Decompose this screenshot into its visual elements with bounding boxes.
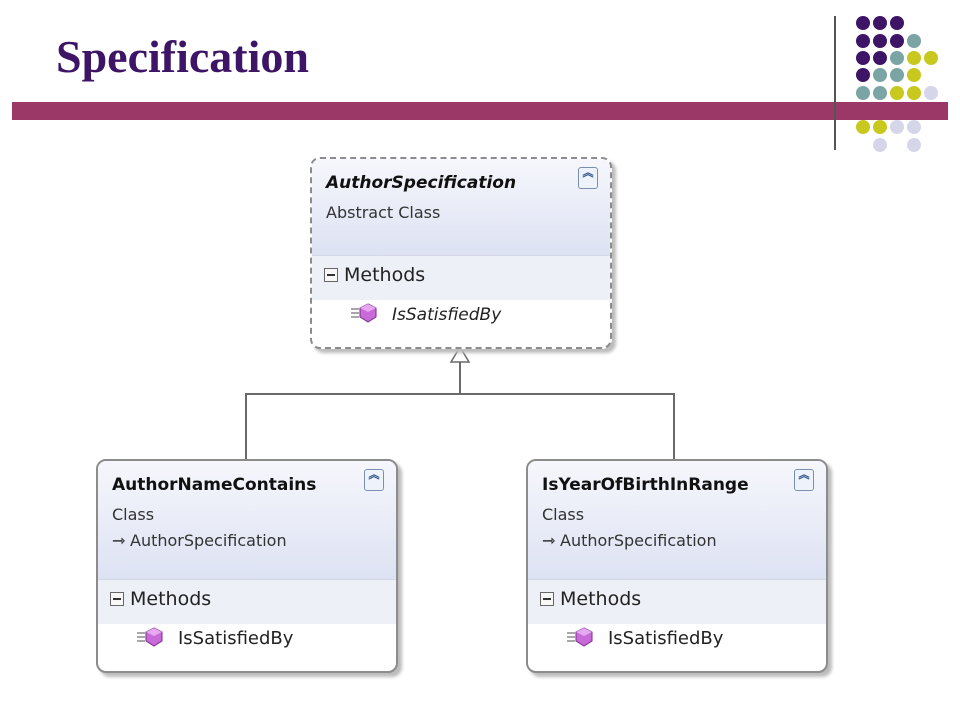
inheritance-arrowhead (449, 346, 471, 363)
decor-dot (924, 86, 938, 100)
class-header: AuthorNameContains Class ⇾AuthorSpecific… (98, 461, 396, 579)
method-icon (351, 303, 377, 323)
class-box-author-name-contains[interactable]: AuthorNameContains Class ⇾AuthorSpecific… (96, 459, 398, 673)
decor-dot (890, 120, 904, 134)
double-chevron-up-icon[interactable]: ︽ (578, 167, 598, 189)
class-type: Class (112, 505, 155, 524)
inheritance-left-branch (245, 393, 247, 460)
title-accent-bar (12, 102, 948, 120)
decor-dot (907, 120, 921, 134)
double-chevron-up-icon[interactable]: ︽ (794, 469, 814, 491)
decor-dot (873, 16, 887, 30)
class-type: Class (542, 505, 585, 524)
class-name: AuthorSpecification (326, 173, 517, 193)
decor-dot (856, 86, 870, 100)
section-label: Methods (344, 264, 426, 286)
base-class-ref: ⇾AuthorSpecification (542, 531, 717, 550)
collapse-minus-icon[interactable] (110, 592, 124, 606)
inherits-arrow-icon: ⇾ (112, 531, 126, 550)
section-label: Methods (560, 588, 642, 610)
decor-dot (890, 86, 904, 100)
decor-dot (907, 138, 921, 152)
methods-section-header[interactable]: Methods (528, 579, 826, 624)
page-title: Specification (56, 31, 309, 82)
inherits-arrow-icon: ⇾ (542, 531, 556, 550)
class-box-author-specification[interactable]: AuthorSpecification Abstract Class ︽ Met… (310, 157, 612, 349)
method-icon (567, 627, 593, 647)
decor-dot (890, 34, 904, 48)
decor-dot (856, 120, 870, 134)
class-header: AuthorSpecification Abstract Class ︽ (312, 159, 610, 255)
inheritance-right-branch (673, 393, 675, 460)
decor-dot (890, 16, 904, 30)
decor-dot (890, 51, 904, 65)
base-class-name: AuthorSpecification (130, 531, 287, 550)
decor-dot (907, 51, 921, 65)
methods-section-header[interactable]: Methods (312, 255, 610, 300)
section-label: Methods (130, 588, 212, 610)
decor-dot (873, 34, 887, 48)
collapse-minus-icon[interactable] (324, 268, 338, 282)
class-type: Abstract Class (326, 203, 441, 222)
decor-dot (856, 34, 870, 48)
decor-dot (873, 68, 887, 82)
inheritance-stem (459, 362, 461, 394)
decor-dot (856, 16, 870, 30)
method-name: IsSatisfiedBy (178, 628, 294, 649)
decor-dot (873, 138, 887, 152)
decor-dot (856, 51, 870, 65)
decor-dot (907, 34, 921, 48)
base-class-ref: ⇾AuthorSpecification (112, 531, 287, 550)
class-header: IsYearOfBirthInRange Class ⇾AuthorSpecif… (528, 461, 826, 579)
decor-dot (907, 86, 921, 100)
method-name: IsSatisfiedBy (608, 628, 724, 649)
decor-dot (873, 86, 887, 100)
class-box-is-year-of-birth-in-range[interactable]: IsYearOfBirthInRange Class ⇾AuthorSpecif… (526, 459, 828, 673)
decor-dot (873, 51, 887, 65)
decor-dot (890, 68, 904, 82)
decor-dot (907, 68, 921, 82)
class-name: AuthorNameContains (112, 475, 317, 495)
class-name: IsYearOfBirthInRange (542, 475, 749, 495)
inheritance-bus (245, 393, 675, 395)
decor-dot (856, 68, 870, 82)
double-chevron-up-icon[interactable]: ︽ (364, 469, 384, 491)
methods-section-header[interactable]: Methods (98, 579, 396, 624)
method-name: IsSatisfiedBy (392, 305, 502, 325)
base-class-name: AuthorSpecification (560, 531, 717, 550)
decor-dot (924, 51, 938, 65)
decor-dot (873, 120, 887, 134)
method-icon (137, 627, 163, 647)
collapse-minus-icon[interactable] (540, 592, 554, 606)
decor-divider-line (834, 16, 836, 150)
